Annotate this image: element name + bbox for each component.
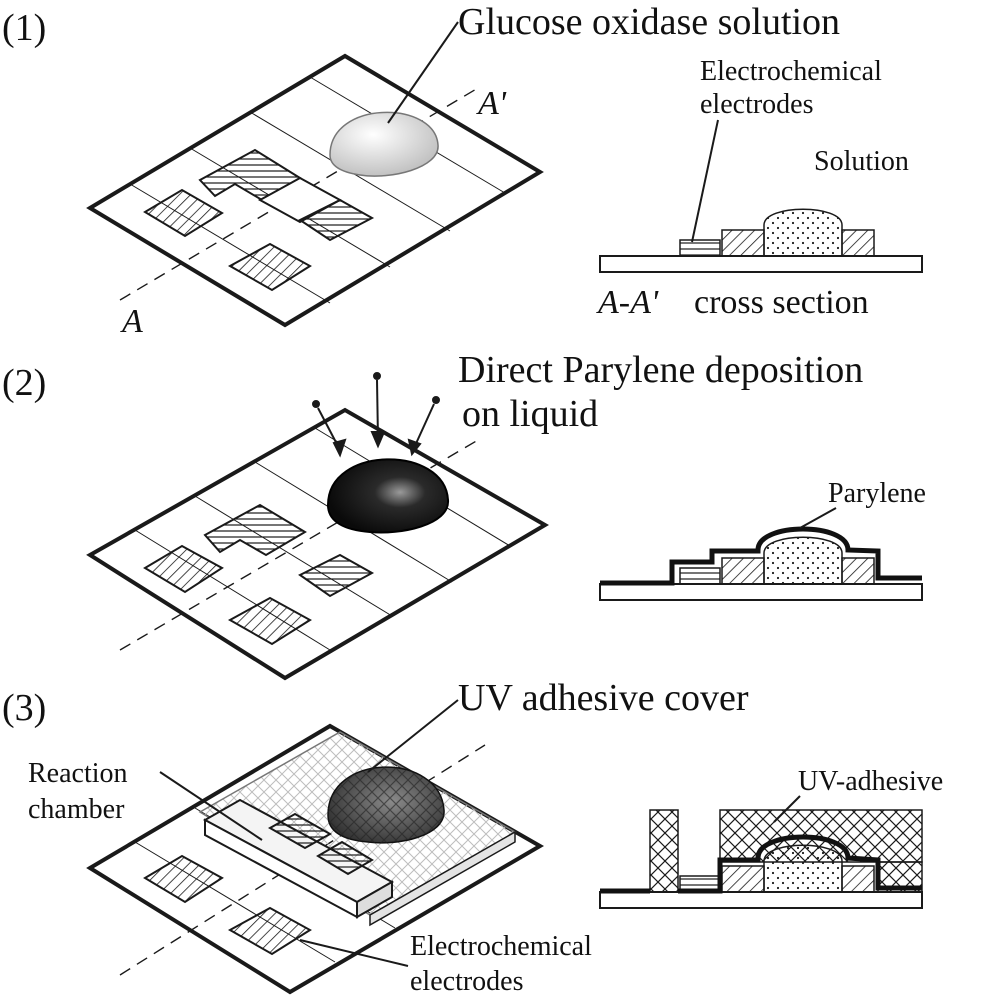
- step-1-axis-a: A: [120, 303, 143, 340]
- step-1-solution-label: Solution: [814, 146, 909, 177]
- step-1-title: Glucose oxidase solution: [458, 1, 840, 43]
- step-3-electrodes-label-2: electrodes: [410, 966, 524, 997]
- step-1-electrodes-label-2: electrodes: [700, 89, 814, 120]
- step-3-number: (3): [2, 687, 46, 729]
- step-1-electrodes: [143, 148, 375, 292]
- step-2-electrodes: [143, 503, 375, 646]
- step-3-electrodes-leader: [299, 939, 409, 967]
- step-2-title-line2: on liquid: [462, 393, 598, 435]
- step-3-electrodes: [143, 812, 374, 956]
- step-3-droplet-mesh: [328, 767, 445, 843]
- step-1-title-leader: [387, 21, 459, 124]
- step-3-reaction-label-2: chamber: [28, 794, 125, 825]
- step-2-parylene-layer: [600, 526, 922, 586]
- step-2-deposition-arrows: [312, 372, 440, 458]
- step-2-number: (2): [2, 362, 46, 404]
- step-3-parylene-layer: [600, 834, 922, 894]
- step-3-axis-line: [119, 744, 486, 976]
- step-2-parylene-leader: [799, 507, 837, 529]
- step-3-cover-edge: [369, 830, 516, 927]
- step-1-electrodes-leader: [691, 119, 719, 243]
- step-3-title-leader: [367, 699, 459, 773]
- step-3-reaction-chamber: [202, 798, 395, 919]
- step-1-cross-section: [599, 208, 923, 273]
- step-3-reaction-leader: [159, 771, 263, 841]
- step-2-droplet: [326, 458, 450, 534]
- step-2-parylene-label: Parylene: [828, 478, 926, 509]
- step-3: (3) UV adhesive cover Reaction chamber: [2, 677, 943, 997]
- step-2: (2) Direct Parylene deposition on liquid: [2, 349, 926, 681]
- step-1-section-caption: cross section: [694, 284, 869, 321]
- step-3-uv-adhesive-label: UV-adhesive: [798, 766, 943, 797]
- step-1-electrodes-label-1: Electrochemical: [700, 56, 882, 87]
- step-3-reaction-label-1: Reaction: [28, 758, 128, 789]
- step-2-title-line1: Direct Parylene deposition: [458, 349, 863, 391]
- step-3-uv-adhesive-leader: [773, 795, 801, 823]
- step-1-section-a: A-A': [596, 284, 659, 321]
- step-3-electrodes-label-1: Electrochemical: [410, 931, 592, 962]
- step-2-cross-section: [599, 526, 923, 601]
- step-3-title: UV adhesive cover: [458, 677, 749, 719]
- step-1: (1) Glucose oxidase solution A A': [2, 1, 923, 340]
- step-1-droplet: [329, 111, 439, 177]
- step-1-number: (1): [2, 7, 46, 49]
- step-3-cross-section: [599, 809, 923, 909]
- step-1-axis-a-prime: A': [476, 85, 507, 122]
